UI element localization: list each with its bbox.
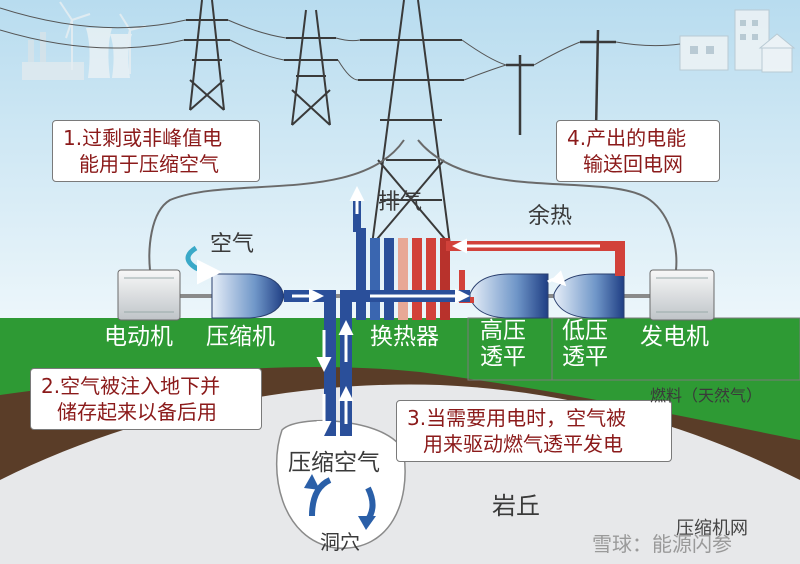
step-3-line-2: 用来驱动燃气透平发电 [423, 432, 623, 456]
hp-turbine [469, 273, 549, 319]
exhaust-label: 排气 [378, 190, 423, 215]
heat-exchanger [356, 228, 450, 320]
compressor-label: 压缩机 [206, 324, 275, 350]
grid-cable-left [148, 139, 405, 271]
step-3-box: 3.当需要用电时，空气被 用来驱动燃气透平发电 [396, 400, 672, 462]
hp-turbine-label-2: 透平 [480, 344, 526, 370]
waste-heat-label: 余热 [528, 204, 573, 229]
step-4-line-1: 4.产出的电能 [567, 126, 687, 150]
rock-dome-label: 岩丘 [492, 492, 540, 520]
step-1-box: 1.过剩或非峰值电 能用于压缩空气 [52, 120, 260, 182]
air-intake-arrow [185, 245, 222, 285]
step-1-line-2: 能用于压缩空气 [79, 152, 219, 176]
step-4-line-2: 输送回电网 [583, 152, 683, 176]
motor [117, 269, 181, 321]
lp-turbine [553, 273, 625, 319]
compressed-air-label: 压缩空气 [288, 450, 380, 476]
hp-turbine-label-1: 高压 [480, 318, 526, 344]
factory-icon [22, 28, 132, 80]
step-4-box: 4.产出的电能 输送回电网 [556, 120, 720, 182]
step-1-line-1: 1.过剩或非峰值电 [63, 126, 223, 150]
grid-cable-right [417, 139, 678, 271]
lp-turbine-label-2: 透平 [562, 344, 608, 370]
lp-turbine-label-1: 低压 [562, 318, 608, 344]
utility-pole-icon [506, 29, 616, 135]
buildings-icon [679, 9, 796, 73]
step-2-line-1: 2.空气被注入地下并 [41, 374, 221, 398]
step-2-line-2: 储存起来以备后用 [57, 400, 217, 424]
generator [649, 269, 715, 321]
transmission-tower-icon [184, 0, 464, 246]
generator-label: 发电机 [640, 324, 709, 350]
cavern-label: 洞穴 [320, 530, 360, 554]
power-lines [0, 7, 681, 81]
step-2-box: 2.空气被注入地下并 储存起来以备后用 [30, 368, 262, 430]
fuel-line-box [467, 317, 800, 381]
watermark-source: 雪球：能源闪参 [592, 532, 732, 556]
watermark-site: 压缩机网 [676, 518, 748, 539]
compressor [211, 273, 285, 319]
fuel-label: 燃料（天然气） [650, 386, 763, 405]
step-3-line-1: 3.当需要用电时，空气被 [407, 406, 627, 430]
heat-exchanger-label: 换热器 [370, 324, 439, 350]
air-label: 空气 [210, 232, 255, 257]
motor-label: 电动机 [104, 324, 173, 350]
cavern-arrow-left [309, 477, 332, 517]
